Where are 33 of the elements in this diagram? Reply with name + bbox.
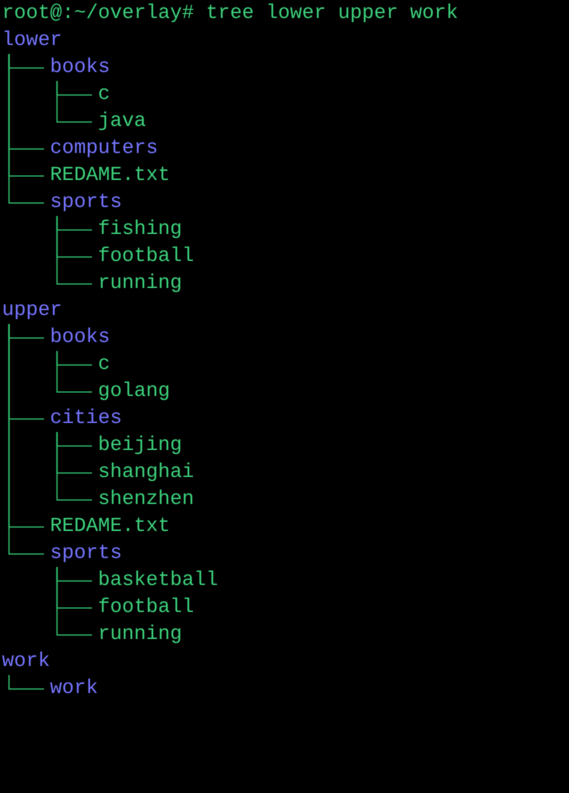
file-name: java (98, 110, 146, 134)
directory-name: upper (2, 299, 62, 323)
tree-branch-line (56, 216, 92, 285)
file-name: football (98, 245, 194, 269)
directory-name: sports (50, 191, 122, 215)
directory-name: cities (50, 407, 122, 431)
tree-branch-line (56, 351, 92, 393)
file-name: shanghai (98, 461, 194, 485)
file-name: REDAME.txt (50, 515, 170, 539)
tree-branch-line (8, 675, 44, 690)
file-name: running (98, 272, 182, 296)
tree-branch-line (56, 432, 92, 501)
file-name: beijing (98, 434, 182, 458)
directory-name: sports (50, 542, 122, 566)
tree-branch-line (8, 54, 44, 204)
file-name: c (98, 353, 110, 377)
tree-branch-line (56, 567, 92, 636)
file-name: c (98, 83, 110, 107)
file-name: golang (98, 380, 170, 404)
directory-name: books (50, 326, 110, 350)
file-name: basketball (98, 569, 218, 593)
file-name: fishing (98, 218, 182, 242)
tree-branch-line (56, 81, 92, 123)
directory-name: lower (2, 29, 62, 53)
file-name: REDAME.txt (50, 164, 170, 188)
directory-name: computers (50, 137, 158, 161)
file-name: running (98, 623, 182, 647)
directory-name: books (50, 56, 110, 80)
file-name: shenzhen (98, 488, 194, 512)
command-prompt-line: root@:~/overlay# tree lower upper work (2, 2, 458, 26)
directory-name: work (2, 650, 50, 674)
directory-name: work (50, 677, 98, 701)
file-name: football (98, 596, 194, 620)
